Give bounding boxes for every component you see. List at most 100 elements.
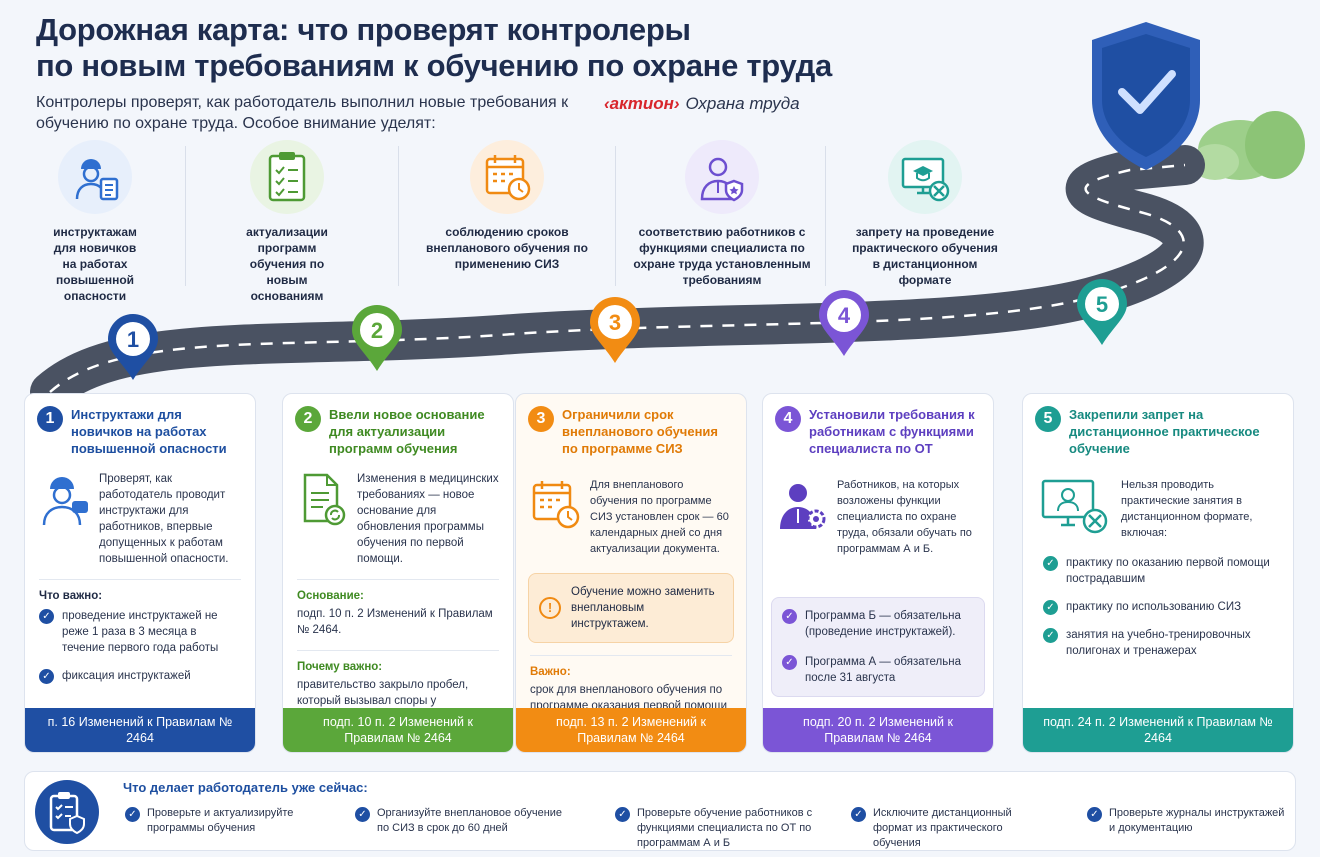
check-icon: ✓ (39, 669, 54, 684)
divider (530, 655, 732, 656)
check-icon: ✓ (782, 609, 797, 624)
monitor-cancel-icon (888, 140, 962, 214)
check-icon: ✓ (782, 655, 797, 670)
action-item-text: Проверьте журналы инструктажей и докумен… (1109, 807, 1285, 834)
check-icon: ✓ (125, 807, 140, 822)
focus-divider (825, 146, 826, 286)
card-title: Закрепили запрет на дистанционное практи… (1069, 407, 1260, 456)
card-description: Нельзя проводить практические занятия в … (1121, 479, 1253, 539)
action-item: ✓ Исключите дистанционный формат из прак… (851, 806, 1051, 851)
title-line-2: по новым требованиям к обучению по охран… (36, 48, 832, 83)
specialist-gear-icon (777, 477, 829, 539)
focus-item-2: актуализации программ обучения по новым … (192, 140, 382, 304)
list-item-text: практику по использованию СИЗ (1066, 601, 1242, 613)
focus-divider (185, 146, 186, 286)
card-instructions: 1 Инструктажи для новичков на работах по… (24, 393, 256, 753)
map-pin-1: 1 (108, 314, 158, 380)
card-description: Проверят, как работодатель проводит инст… (99, 473, 229, 565)
brand-name: ‹актион› (604, 94, 680, 113)
clipboard-shield-icon (35, 780, 99, 844)
check-icon: ✓ (1043, 600, 1058, 615)
divider (297, 650, 499, 651)
note-text: Обучение можно заменить внеплановым инст… (571, 586, 715, 630)
bush-decoration (1191, 111, 1305, 180)
focus-divider (615, 146, 616, 286)
card-number: 4 (775, 406, 801, 432)
list-item-text: проведение инструктажей не реже 1 раза в… (62, 610, 219, 654)
title-line-1: Дорожная карта: что проверят контролеры (36, 12, 691, 47)
note-box: ! Обучение можно заменить внеплановым ин… (528, 573, 734, 643)
worker-checklist-icon (58, 140, 132, 214)
basis-label: Основание: (297, 590, 364, 602)
list-item-text: Программа А — обязательна после 31 авгус… (805, 656, 961, 684)
specialist-badge-icon (685, 140, 759, 214)
card-footer-reference: подп. 20 п. 2 Изменений к Правилам № 246… (763, 708, 993, 752)
divider (39, 579, 241, 580)
list-item-text: фиксация инструктажей (62, 670, 191, 682)
programs-box: ✓ Программа Б — обязательна (проведение … (771, 597, 985, 697)
pin-number: 5 (1096, 292, 1108, 317)
action-item-text: Проверьте обучение работников с функциям… (637, 807, 813, 849)
list-item: ✓ практику по использованию СИЗ (1043, 599, 1273, 615)
card-remote-ban: 5 Закрепили запрет на дистанционное прак… (1022, 393, 1294, 753)
warning-icon: ! (539, 597, 561, 619)
pin-number: 2 (371, 318, 383, 343)
focus-text-1: инструктажам для новичков на работах пов… (53, 225, 137, 303)
check-icon: ✓ (39, 609, 54, 624)
page-title: Дорожная карта: что проверят контролеры … (36, 12, 936, 84)
list-item: ✓ практику по оказанию первой помощи пос… (1043, 555, 1273, 587)
list-item-text: занятия на учебно-тренировочных полигона… (1066, 629, 1251, 657)
card-number: 5 (1035, 406, 1061, 432)
road-illustration (30, 22, 1305, 412)
check-icon: ✓ (1087, 807, 1102, 822)
card-number: 2 (295, 406, 321, 432)
divider (297, 579, 499, 580)
action-item-text: Организуйте внеплановое обучение по СИЗ … (377, 807, 563, 834)
card-title: Инструктажи для новичков на работах повы… (71, 407, 227, 456)
card-footer-reference: подп. 13 п. 2 Изменений к Правилам № 246… (516, 708, 746, 752)
calendar-clock-icon (470, 140, 544, 214)
focus-item-1: инструктажам для новичков на работах пов… (0, 140, 190, 304)
list-item-text: Программа Б — обязательна (проведение ин… (805, 610, 961, 638)
map-pin-5: 5 (1077, 279, 1127, 345)
focus-text-4: соответствию работников с функциями спец… (633, 225, 811, 287)
why-label: Почему важно: (297, 661, 383, 673)
focus-text-3: соблюдению сроков внепланового обучения … (426, 225, 588, 271)
action-item-text: Проверьте и актуализируйте программы обу… (147, 807, 294, 834)
actions-title: Что делает работодатель уже сейчас: (123, 780, 368, 795)
action-item-text: Исключите дистанционный формат из практи… (873, 807, 1012, 849)
card-number: 3 (528, 406, 554, 432)
focus-item-3: соблюдению сроков внепланового обучения … (412, 140, 602, 272)
map-pin-3: 3 (590, 297, 640, 363)
card-title: Установили требования к работникам с фун… (809, 407, 975, 456)
important-label: Что важно: (39, 590, 103, 602)
check-icon: ✓ (1043, 628, 1058, 643)
card-specialist-requirements: 4 Установили требования к работникам с ф… (762, 393, 994, 753)
list-item: ✓ фиксация инструктажей (39, 668, 241, 684)
clipboard-check-icon (250, 140, 324, 214)
card-description: Изменения в медицинских требованиях — но… (357, 473, 499, 565)
check-icon: ✓ (355, 807, 370, 822)
document-refresh-icon (297, 471, 349, 533)
list-item: ✓ проведение инструктажей не реже 1 раза… (39, 608, 241, 656)
focus-text-2: актуализации программ обучения по новым … (246, 225, 328, 303)
card-program-update: 2 Ввели новое основание для актуализации… (282, 393, 514, 753)
focus-divider (398, 146, 399, 286)
page-subtitle: Контролеры проверят, как работодатель вы… (36, 94, 569, 132)
list-item-text: практику по оказанию первой помощи постр… (1066, 557, 1270, 585)
card-number: 1 (37, 406, 63, 432)
list-item: ✓ Программа А — обязательна после 31 авг… (782, 654, 974, 686)
pin-number: 4 (838, 303, 851, 328)
pin-number: 3 (609, 310, 621, 335)
focus-item-5: запрету на проведение практического обуч… (830, 140, 1020, 288)
action-item: ✓ Проверьте и актуализируйте программы о… (125, 806, 315, 836)
focus-item-4: соответствию работников с функциями спец… (622, 140, 822, 288)
shield-check-icon (1092, 22, 1200, 170)
list-item: ✓ Программа Б — обязательна (проведение … (782, 608, 974, 640)
card-title: Ограничили срок внепланового обучения по… (562, 407, 718, 456)
road-center-line (49, 163, 1186, 393)
basis-text: подп. 10 п. 2 Изменений к Правилам № 246… (297, 608, 493, 636)
card-footer-reference: п. 16 Изменений к Правилам № 2464 (25, 708, 255, 752)
card-ppe-deadline: 3 Ограничили срок внепланового обучения … (515, 393, 747, 753)
check-icon: ✓ (851, 807, 866, 822)
